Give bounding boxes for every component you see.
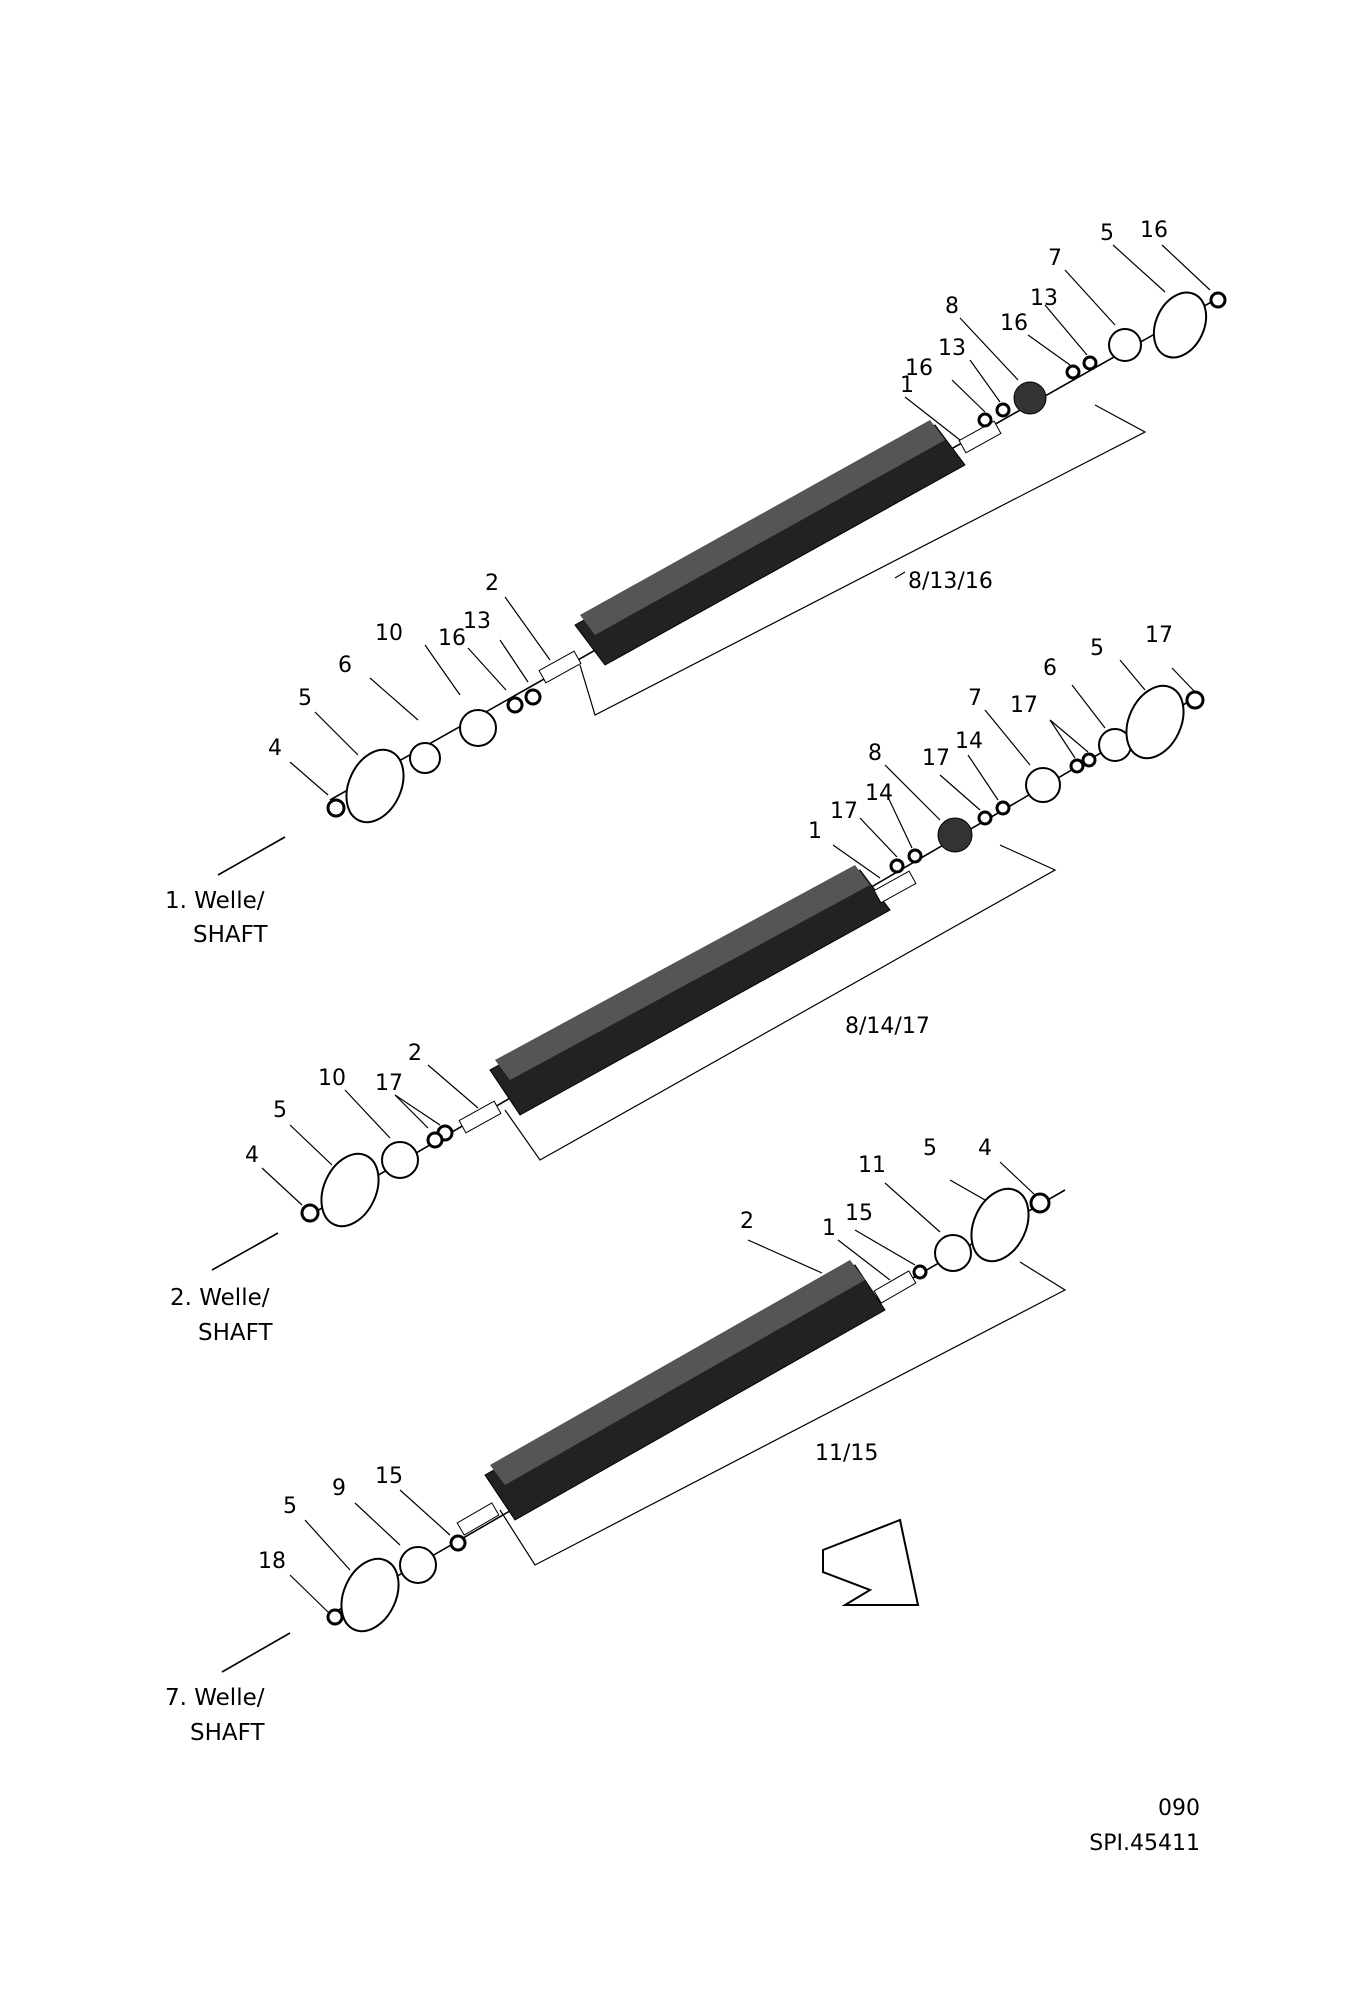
- roller-1: [574, 420, 966, 666]
- disc-5: [1152, 291, 1208, 359]
- callout-4: 4: [245, 1143, 259, 1168]
- callout-2: 2: [408, 1041, 422, 1066]
- callout-18: 18: [258, 1549, 286, 1574]
- group-label-1: 8/13/16: [908, 569, 993, 594]
- callout-13: 13: [463, 609, 491, 634]
- callout-4: 4: [268, 736, 282, 761]
- callout-8: 8: [868, 741, 882, 766]
- callout-2: 2: [740, 1209, 754, 1234]
- shaft-caption-2: 2. Welle/: [170, 1285, 270, 1311]
- callout-5: 5: [273, 1098, 287, 1123]
- callout-13: 13: [1030, 286, 1058, 311]
- star-wheel-11: [934, 1234, 972, 1272]
- callout-11: 11: [858, 1153, 886, 1178]
- group-label-2: 8/14/17: [845, 1014, 930, 1039]
- shaft-caption-1-en: SHAFT: [193, 922, 268, 948]
- callout-17: 17: [1010, 693, 1038, 718]
- shaft-caption-3: 7. Welle/: [165, 1685, 265, 1711]
- callout-1: 1: [808, 819, 822, 844]
- callout-6: 6: [338, 653, 352, 678]
- callout-1: 1: [900, 373, 914, 398]
- callout-5: 5: [1100, 221, 1114, 246]
- disc-5: [340, 1557, 400, 1633]
- sprocket-8: [937, 817, 973, 853]
- callout-13: 13: [938, 336, 966, 361]
- callout-9: 9: [332, 1476, 346, 1501]
- group-label-3: 11/15: [815, 1441, 878, 1466]
- callout-6: 6: [1043, 656, 1057, 681]
- star-wheel-6: [409, 742, 441, 774]
- callout-14: 14: [955, 729, 983, 754]
- flow-direction-arrow: [822, 1518, 920, 1606]
- star-wheel-9: [399, 1546, 437, 1584]
- group-bracket-2: [504, 844, 1057, 1161]
- disc-5: [345, 748, 405, 824]
- disc-5: [1125, 684, 1185, 760]
- shaft-caption-2-en: SHAFT: [198, 1320, 273, 1346]
- callout-8: 8: [945, 294, 959, 319]
- callout-16: 16: [1140, 218, 1168, 243]
- callout-4: 4: [978, 1136, 992, 1161]
- roller-2: [489, 865, 891, 1116]
- roller-3: [484, 1260, 886, 1521]
- callout-5: 5: [283, 1494, 297, 1519]
- shaft-assembly-3: [221, 1161, 1067, 1673]
- callout-17: 17: [1145, 623, 1173, 648]
- shaft-caption-1: 1. Welle/: [165, 888, 265, 914]
- callout-15: 15: [375, 1464, 403, 1489]
- callout-10: 10: [375, 621, 403, 646]
- callout-5: 5: [923, 1136, 937, 1161]
- callout-7: 7: [968, 686, 982, 711]
- star-wheel-7: [1108, 328, 1142, 362]
- callout-15: 15: [845, 1201, 873, 1226]
- sprocket-8: [1013, 381, 1047, 415]
- star-wheel-10: [459, 709, 497, 747]
- callout-7: 7: [1048, 246, 1062, 271]
- callout-2: 2: [485, 571, 499, 596]
- callout-5: 5: [1090, 636, 1104, 661]
- shaft-assembly-2: [211, 659, 1205, 1271]
- disc-5: [320, 1152, 380, 1228]
- callout-1: 1: [822, 1216, 836, 1241]
- shaft-assembly-1: [217, 244, 1227, 876]
- callout-14: 14: [865, 781, 893, 806]
- callout-16: 16: [1000, 311, 1028, 336]
- callout-10: 10: [318, 1066, 346, 1091]
- callout-17: 17: [375, 1071, 403, 1096]
- disc-5: [970, 1187, 1030, 1263]
- callout-16: 16: [438, 626, 466, 651]
- callout-17: 17: [922, 746, 950, 771]
- document-reference: SPI.45411: [1089, 1831, 1200, 1856]
- group-bracket-1: [579, 404, 1147, 716]
- star-wheel-10: [381, 1141, 419, 1179]
- callout-17: 17: [830, 799, 858, 824]
- callout-5: 5: [298, 686, 312, 711]
- shaft-caption-3-en: SHAFT: [190, 1720, 265, 1746]
- group-bracket-3: [499, 1261, 1067, 1566]
- callout-16: 16: [905, 356, 933, 381]
- star-wheel-7: [1025, 767, 1061, 803]
- page-code: 090: [1158, 1796, 1200, 1821]
